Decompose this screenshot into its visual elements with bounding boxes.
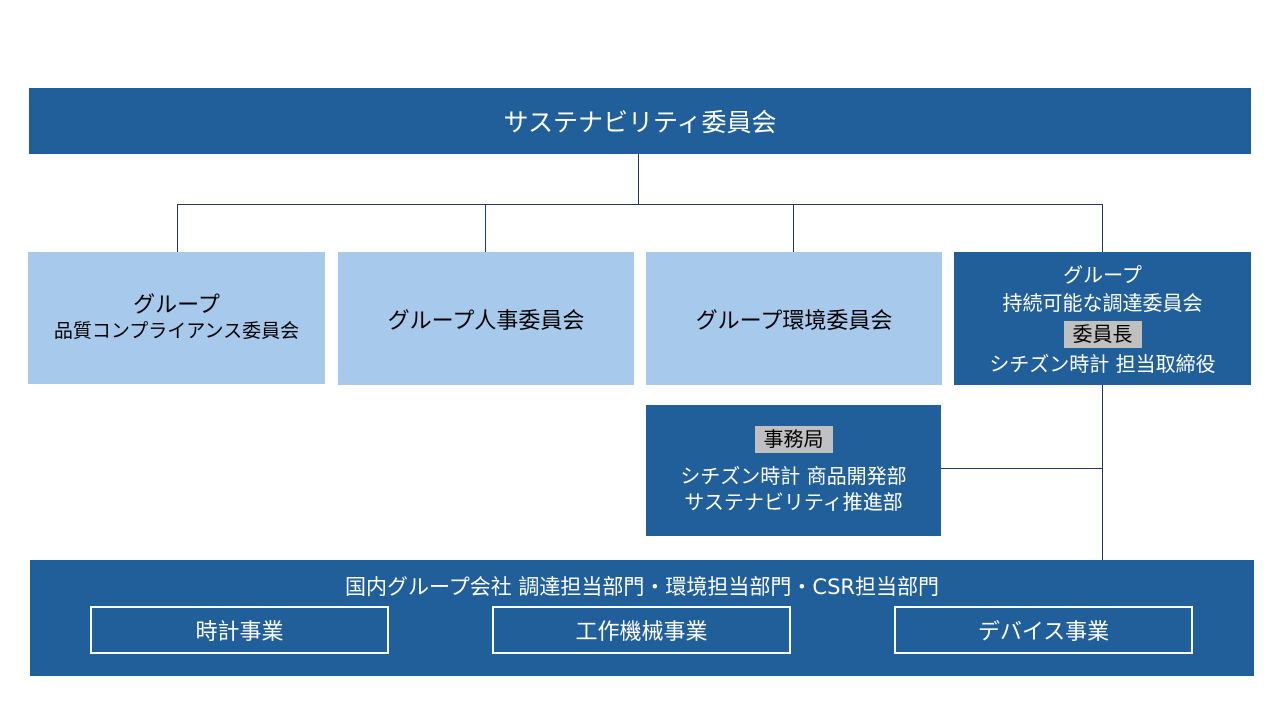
connector-secretariat (940, 468, 1102, 469)
secretariat-line2: サステナビリティ推進部 (684, 490, 903, 514)
chairperson-tag: 委員長 (1063, 320, 1142, 348)
machine-tool-business-box: 工作機械事業 (492, 606, 791, 654)
domestic-group-companies-title: 国内グループ会社 調達担当部門・環境担当部門・CSR担当部門 (345, 575, 939, 599)
connector-procurement-down (1102, 384, 1103, 562)
connector-horizontal-bus (177, 204, 1103, 205)
procurement-line3: シチズン時計 担当取締役 (989, 351, 1216, 376)
connector-top-vertical (638, 153, 639, 205)
sustainability-committee-title: サステナビリティ委員会 (503, 108, 777, 137)
hr-committee-title: グループ人事委員会 (387, 308, 585, 334)
quality-compliance-committee-box: グループ 品質コンプライアンス委員会 (28, 252, 325, 384)
connector-branch-1 (177, 204, 178, 252)
secretariat-tag: 事務局 (754, 426, 833, 453)
watch-business-box: 時計事業 (90, 606, 389, 654)
sustainable-procurement-committee-box: グループ 持続可能な調達委員会 委員長 シチズン時計 担当取締役 (954, 252, 1251, 385)
machine-tool-business-label: 工作機械事業 (575, 620, 708, 645)
secretariat-box: 事務局 シチズン時計 商品開発部 サステナビリティ推進部 (646, 405, 941, 536)
secretariat-line1: シチズン時計 商品開発部 (680, 464, 907, 488)
connector-branch-2 (485, 204, 486, 252)
device-business-label: デバイス事業 (977, 620, 1110, 645)
device-business-box: デバイス事業 (894, 606, 1193, 654)
watch-business-label: 時計事業 (195, 620, 284, 645)
quality-compliance-line2: 品質コンプライアンス委員会 (53, 320, 300, 343)
procurement-line1: グループ (1063, 262, 1142, 287)
procurement-line2: 持続可能な調達委員会 (1002, 290, 1203, 315)
domestic-group-companies-box: 国内グループ会社 調達担当部門・環境担当部門・CSR担当部門 (30, 560, 1254, 676)
hr-committee-box: グループ人事委員会 (338, 252, 634, 385)
connector-branch-3 (793, 204, 794, 252)
quality-compliance-line1: グループ (133, 292, 220, 318)
environment-committee-box: グループ環境委員会 (646, 252, 942, 385)
sustainability-committee-box: サステナビリティ委員会 (29, 88, 1251, 154)
environment-committee-title: グループ環境委員会 (695, 308, 893, 334)
connector-branch-4 (1102, 204, 1103, 252)
